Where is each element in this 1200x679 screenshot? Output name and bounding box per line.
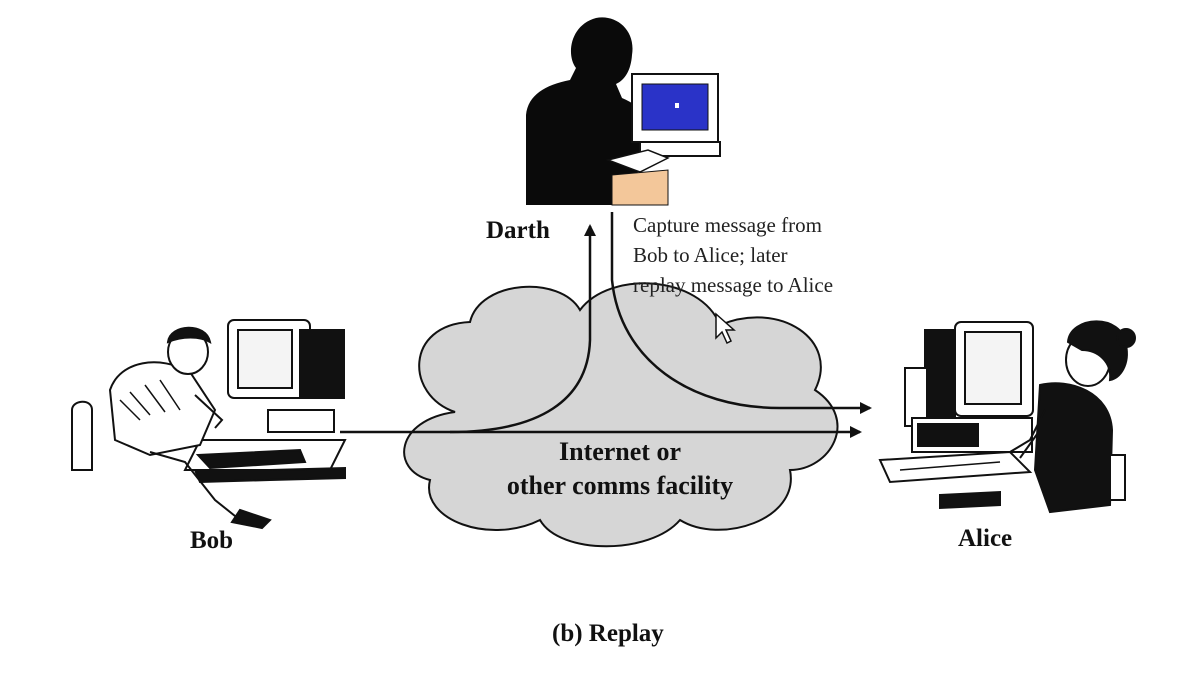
cloud-label-line-2: other comms facility bbox=[506, 471, 734, 500]
capture-arrow bbox=[449, 224, 596, 434]
network-cloud bbox=[403, 282, 839, 548]
darth-label: Darth bbox=[486, 217, 550, 244]
annotation-line-1: Capture message from bbox=[633, 213, 822, 237]
annotation-line-2: Bob to Alice; later bbox=[633, 243, 788, 267]
cloud-label-line-1: Internet or bbox=[558, 437, 681, 466]
darth-attacker-figure bbox=[526, 17, 721, 206]
bob-label: Bob bbox=[190, 527, 234, 554]
alice-label: Alice bbox=[958, 525, 1013, 552]
annotation-line-3: replay message to Alice bbox=[633, 273, 834, 297]
bob-sender-figure bbox=[71, 319, 347, 530]
annotation-text: Capture message from Bob to Alice; later… bbox=[633, 210, 833, 300]
alice-receiver-figure bbox=[878, 320, 1136, 514]
replay-arrow bbox=[610, 212, 872, 414]
figure-caption: (b) Replay bbox=[552, 620, 664, 647]
cloud-label: Internet or other comms facility bbox=[470, 435, 770, 503]
mouse-cursor-icon bbox=[715, 312, 736, 345]
